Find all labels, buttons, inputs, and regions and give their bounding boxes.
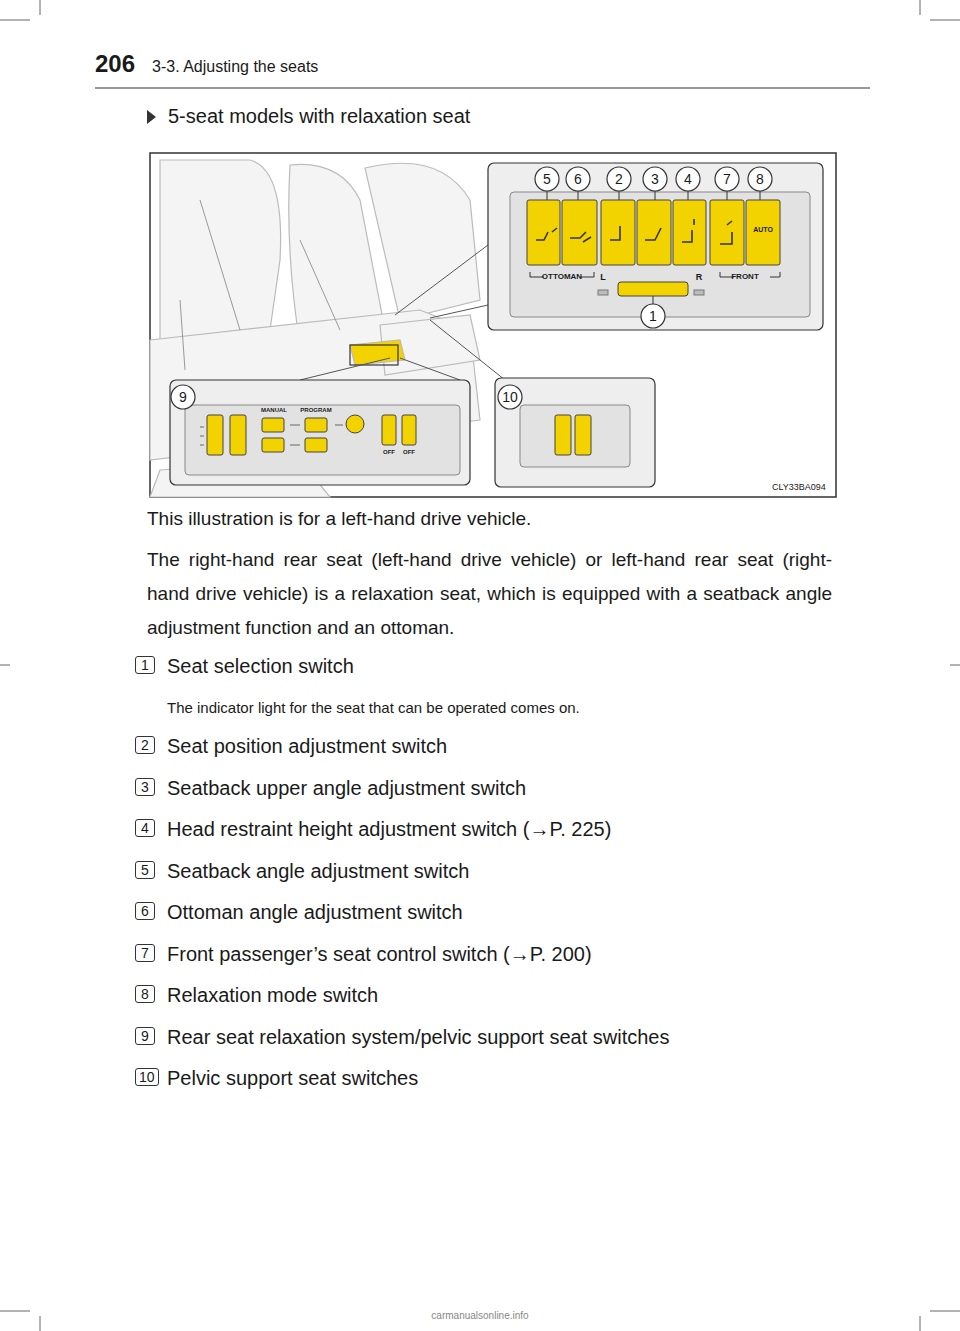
- section-heading: 5-seat models with relaxation seat: [168, 105, 470, 128]
- item-text: Seat selection switch: [167, 655, 354, 678]
- callout-number: 4: [684, 171, 692, 187]
- running-header: 3-3. Adjusting the seats: [152, 58, 318, 76]
- seat-illustration: [150, 153, 836, 497]
- bullet-triangle: [147, 110, 156, 124]
- switch-label: OFF: [403, 449, 415, 456]
- item-note: The indicator light for the seat that ca…: [167, 699, 580, 716]
- callout-number: 8: [756, 171, 764, 187]
- callout-number: 5: [135, 861, 155, 879]
- callout-number: 10: [502, 389, 518, 405]
- panel-label: OTTOMAN: [542, 272, 582, 281]
- callout-number: 3: [651, 171, 659, 187]
- callout-number: 4: [135, 819, 155, 837]
- item-text: Seatback upper angle adjustment switch: [167, 777, 526, 800]
- callout-number: 9: [135, 1027, 155, 1045]
- figure-code: CLY33BA094: [772, 482, 826, 492]
- callout-number: 10: [135, 1068, 159, 1086]
- item-text: Seatback angle adjustment switch: [167, 860, 469, 883]
- callout-number: 3: [135, 778, 155, 796]
- item-text: Pelvic support seat switches: [167, 1067, 418, 1090]
- callout-number: 6: [135, 902, 155, 920]
- item-text: Front passenger’s seat control switch (→…: [167, 943, 592, 966]
- callout-number: 1: [135, 656, 155, 674]
- callout-number: 6: [574, 171, 582, 187]
- panel-label: MANUAL: [261, 407, 287, 414]
- callout-number: 7: [135, 944, 155, 962]
- item-text: Ottoman angle adjustment switch: [167, 901, 463, 924]
- callout-number: 7: [723, 171, 731, 187]
- callout-number: 2: [615, 171, 623, 187]
- item-text: Relaxation mode switch: [167, 984, 378, 1007]
- callout-number: 8: [135, 985, 155, 1003]
- switch-label: AUTO: [753, 226, 773, 234]
- panel-label: FRONT: [731, 272, 759, 281]
- note-text: This illustration is for a left-hand dri…: [147, 508, 531, 530]
- item-text: Rear seat relaxation system/pelvic suppo…: [167, 1026, 669, 1049]
- body-paragraph: The right-hand rear seat (left-hand driv…: [147, 543, 832, 645]
- watermark: carmanualsonline.info: [431, 1310, 528, 1322]
- callout-number: 5: [543, 171, 551, 187]
- callout-number: 2: [135, 736, 155, 754]
- panel-label: L: [600, 272, 606, 282]
- header-rule: [95, 88, 870, 89]
- callout-number: 1: [649, 308, 657, 324]
- panel-label: R: [696, 272, 703, 282]
- panel-label: PROGRAM: [300, 407, 331, 414]
- callout-number: 9: [179, 389, 187, 405]
- page-number: 206: [95, 50, 135, 78]
- switch-label: OFF: [383, 449, 395, 456]
- item-text: Seat position adjustment switch: [167, 735, 447, 758]
- item-text: Head restraint height adjustment switch …: [167, 818, 611, 841]
